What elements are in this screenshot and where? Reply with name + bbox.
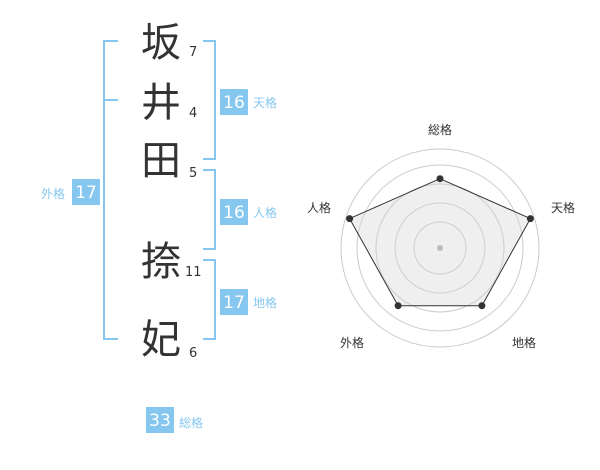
chikaku-bracket	[203, 259, 216, 340]
name-char-1: 坂 7	[141, 20, 197, 66]
radar-point-3	[478, 302, 486, 310]
stroke-count: 5	[189, 166, 197, 181]
radar-point-2	[526, 215, 534, 223]
radar-label-soukaku: 総格	[428, 122, 452, 137]
radar-points	[346, 175, 534, 310]
name-char: 坂	[141, 20, 181, 66]
radar-label-gaikaku: 外格	[340, 335, 364, 350]
radar-label-chikaku: 地格	[512, 335, 536, 350]
chikaku-label: 地格	[253, 295, 277, 310]
name-char-4: 捺 11	[141, 239, 202, 285]
soukaku-badge: 33 総格	[146, 407, 203, 433]
chikaku-badge: 17 地格	[220, 289, 277, 315]
chikaku-badge-bg	[220, 289, 248, 315]
radar-center-dot	[437, 245, 443, 251]
name-char-3: 田 5	[141, 138, 197, 184]
radar-label-jinkaku: 人格	[307, 200, 331, 215]
name-char: 捺	[141, 239, 181, 285]
radar-ring	[375, 183, 505, 313]
name-char: 妃	[141, 317, 181, 363]
stroke-count: 4	[189, 106, 197, 121]
jinkaku-badge-bg	[220, 199, 248, 225]
tenkaku-value: 16	[223, 93, 245, 113]
gaikaku-label: 外格	[41, 186, 65, 201]
radar-shape	[348, 178, 532, 307]
radar-ring	[394, 202, 486, 294]
radar-point-5	[346, 215, 354, 223]
stroke-count: 6	[189, 346, 197, 361]
jinkaku-label: 人格	[253, 205, 277, 220]
tenkaku-label: 天格	[253, 95, 277, 110]
radar-ring	[413, 221, 467, 275]
tenkaku-bracket	[203, 40, 216, 160]
soukaku-badge-bg	[146, 407, 174, 433]
name-char-5: 妃 6	[141, 317, 197, 363]
soukaku-label: 総格	[179, 415, 203, 430]
radar-chart: 総格 天格 地格 外格 人格	[307, 122, 575, 350]
radar-label-tenkaku: 天格	[551, 200, 575, 215]
stroke-count: 7	[189, 45, 197, 60]
soukaku-value: 33	[149, 411, 171, 431]
radar-point-1	[436, 175, 444, 183]
radar-ring	[356, 164, 524, 332]
tenkaku-badge: 16 天格	[220, 89, 277, 115]
name-char-2: 井 4	[141, 80, 197, 126]
stroke-count: 11	[185, 265, 202, 280]
gaikaku-value: 17	[75, 183, 97, 203]
name-char: 田	[141, 138, 181, 184]
gaikaku-badge: 外格 17	[41, 179, 100, 205]
jinkaku-value: 16	[223, 203, 245, 223]
name-char: 井	[141, 80, 181, 126]
jinkaku-bracket	[203, 169, 216, 250]
gaikaku-badge-bg	[72, 179, 100, 205]
jinkaku-badge: 16 人格	[220, 199, 277, 225]
chikaku-value: 17	[223, 293, 245, 313]
gaikaku-bracket	[103, 40, 118, 340]
radar-point-4	[394, 302, 402, 310]
tenkaku-badge-bg	[220, 89, 248, 115]
